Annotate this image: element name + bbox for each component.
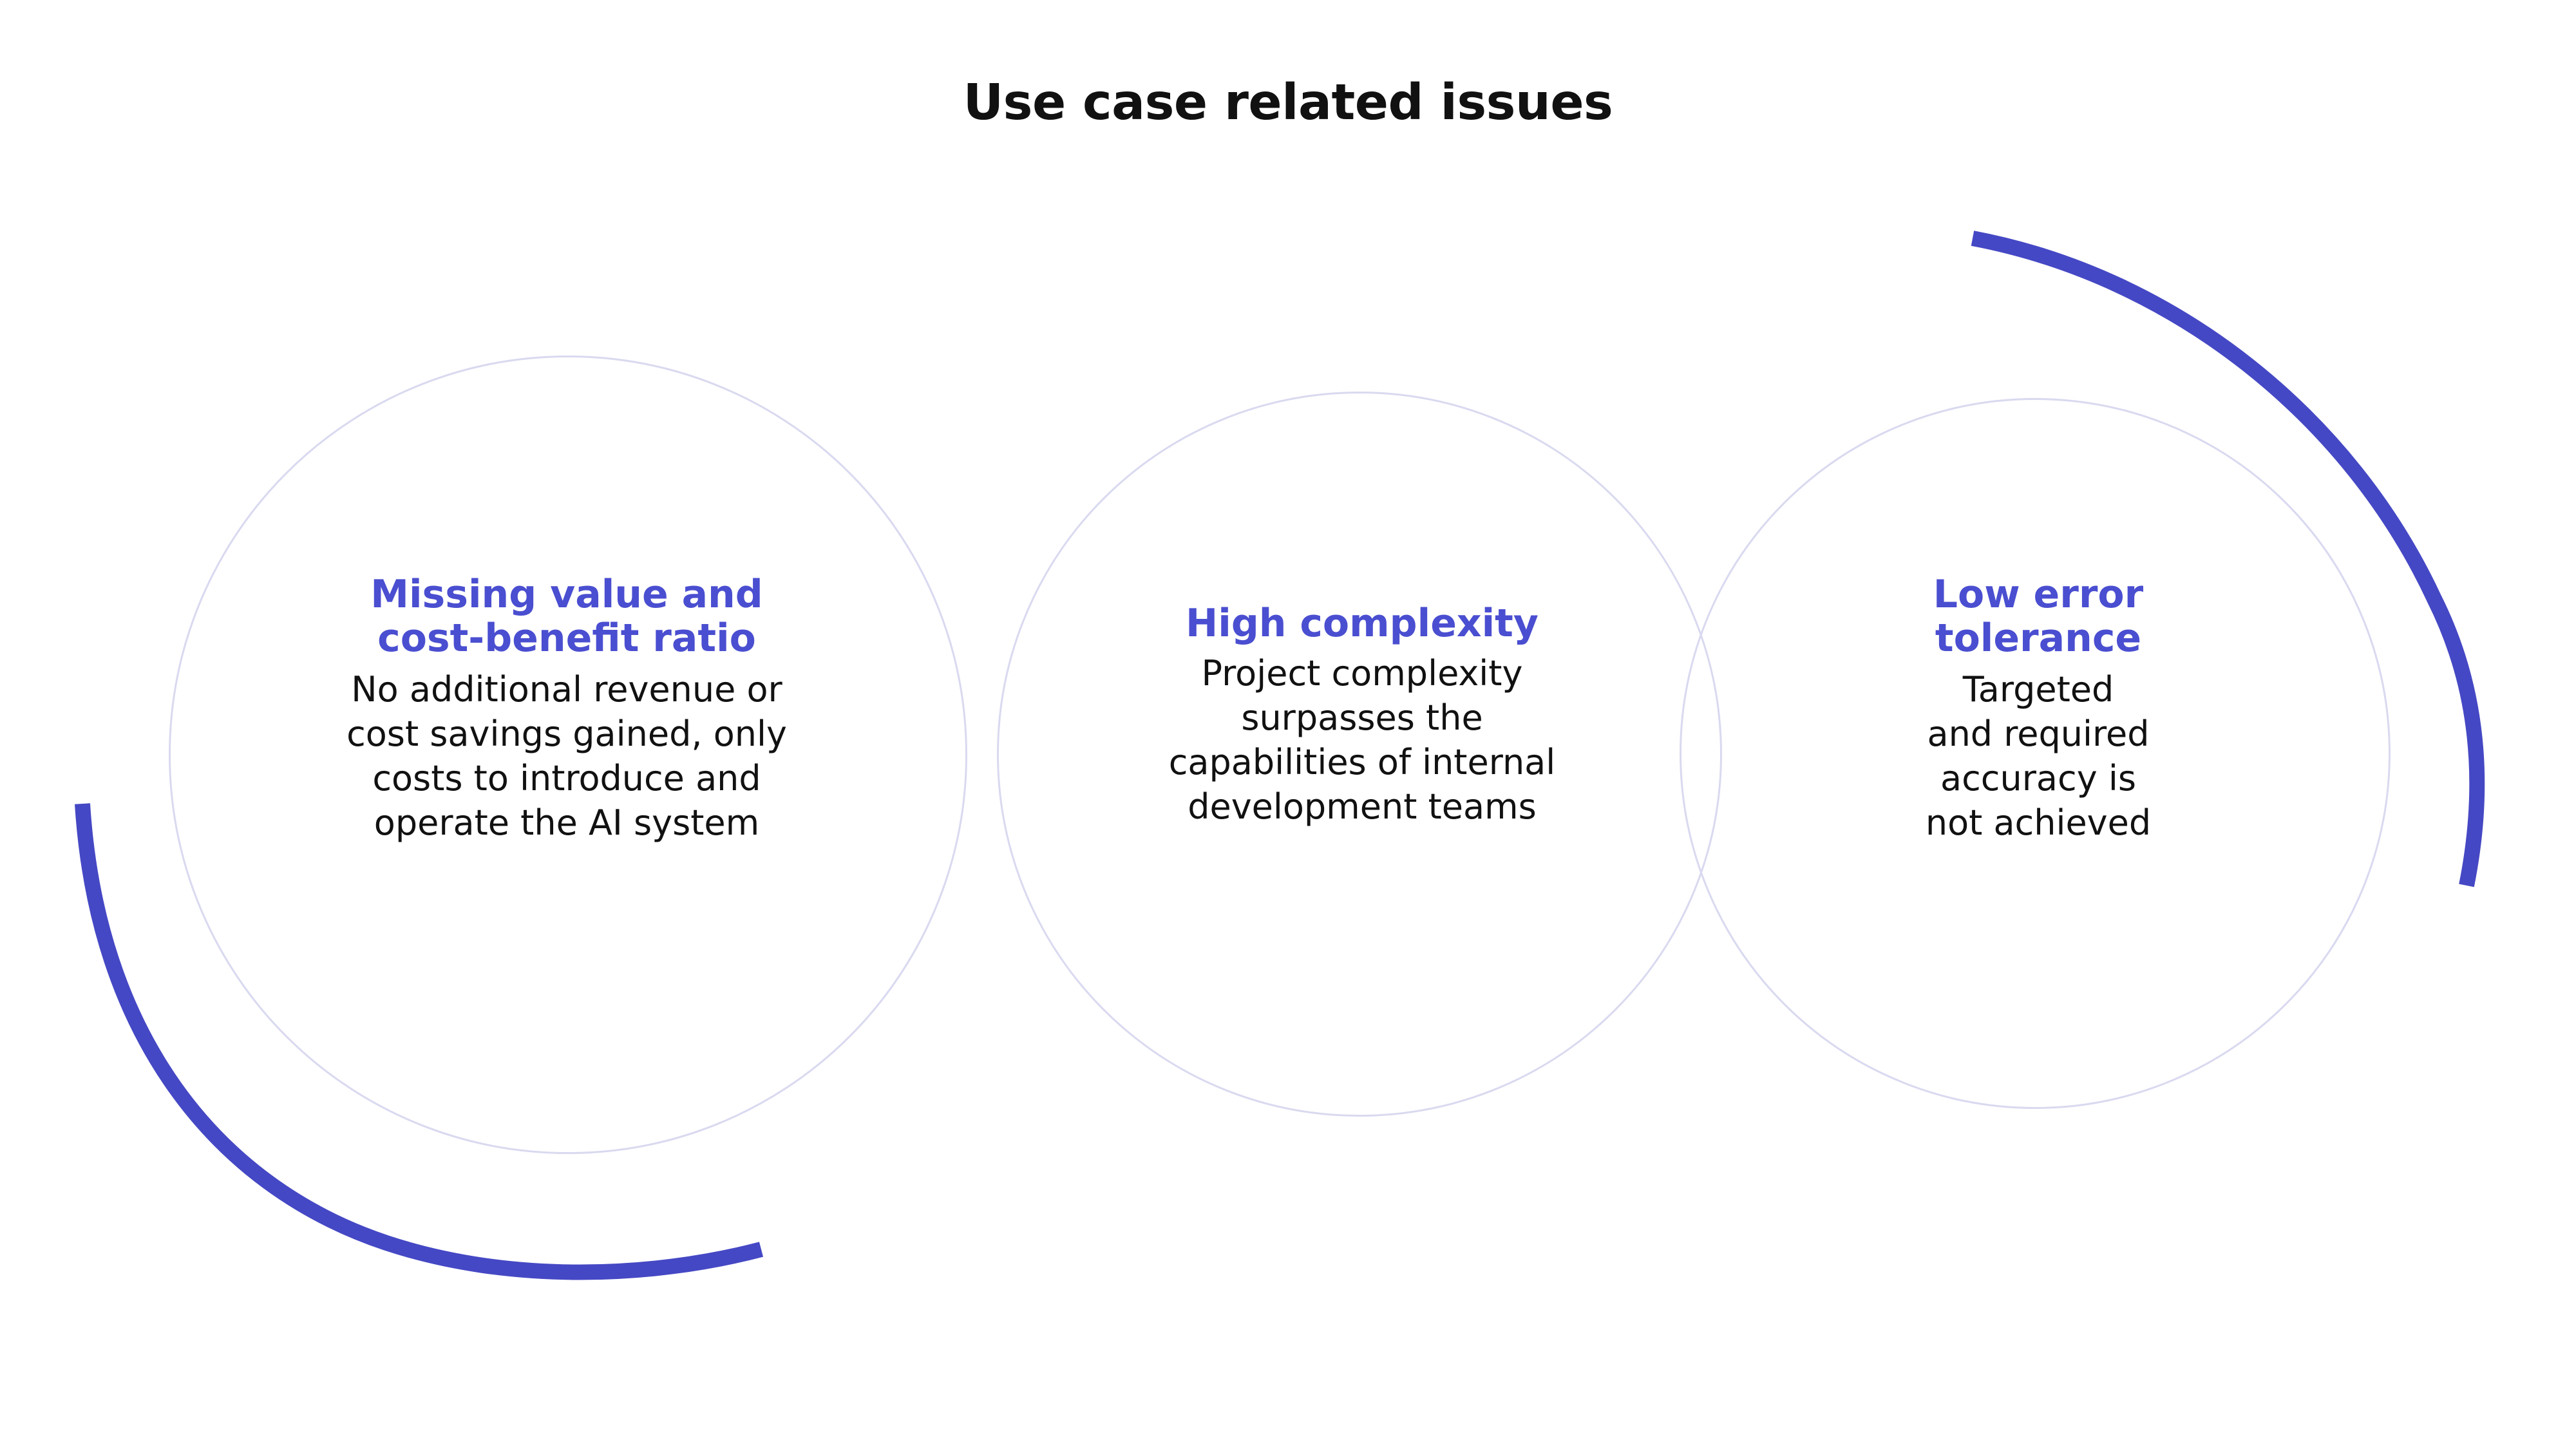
- node-text-high-complexity: High complexity Project complexity surpa…: [1037, 601, 1687, 829]
- node-body-high-complexity: Project complexity surpasses the capabil…: [1168, 652, 1556, 828]
- node-text-low-error-tolerance: Low error tolerance Targeted and require…: [1784, 573, 2293, 845]
- node-body-low-error-tolerance: Targeted and required accuracy is not ac…: [1925, 668, 2152, 843]
- circle-outline-low-error-tolerance: [1680, 398, 2391, 1109]
- node-body-missing-value: No additional revenue or cost savings ga…: [346, 668, 787, 843]
- page-title: Use case related issues: [963, 74, 1613, 131]
- node-heading-high-complexity: High complexity: [1186, 601, 1539, 646]
- node-heading-low-error-tolerance: Low error tolerance: [1933, 572, 2144, 661]
- node-text-missing-value: Missing value and cost-benefit ratio No …: [277, 573, 857, 845]
- circle-outline-missing-value: [169, 355, 967, 1154]
- node-heading-missing-value: Missing value and cost-benefit ratio: [370, 572, 763, 661]
